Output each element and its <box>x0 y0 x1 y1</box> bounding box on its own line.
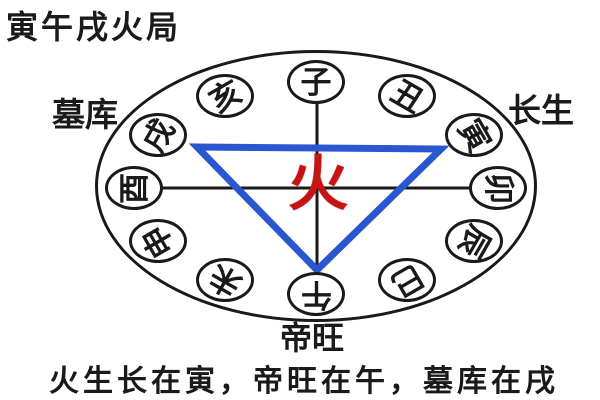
branch-circle-you: 酉 <box>105 166 163 210</box>
branch-char-xu: 戌 <box>135 112 181 158</box>
branch-char-shen: 申 <box>135 218 181 264</box>
branch-circle-zi: 子 <box>287 60 345 104</box>
diagram-caption: 火生长在寅，帝旺在午，墓库在戌 <box>49 365 559 398</box>
branch-circle-mao: 卯 <box>469 166 527 210</box>
center-element-fire: 火 <box>288 151 348 218</box>
branch-circle-shen: 申 <box>129 219 187 263</box>
branch-char-chen: 辰 <box>451 218 497 264</box>
stage-label-diwang: 帝旺 <box>280 320 345 356</box>
branch-char-zi: 子 <box>300 64 332 100</box>
zodiac-wheel-outline <box>95 50 537 322</box>
fire-trine-triangle <box>188 143 450 275</box>
branch-circle-chen: 辰 <box>445 219 503 263</box>
branch-char-hai: 亥 <box>202 73 248 119</box>
diagram-title: 寅午戌火局 <box>6 9 182 45</box>
branch-circle-wu: 午 <box>287 272 345 316</box>
branch-circle-chou: 丑 <box>378 73 436 119</box>
branch-char-you: 酉 <box>116 172 152 204</box>
branch-circle-si: 巳 <box>378 257 436 303</box>
branch-circle-yin: 寅 <box>445 113 503 157</box>
branch-char-yin: 寅 <box>451 112 497 158</box>
stage-label-changsheng: 长生 <box>508 94 574 130</box>
branch-circle-xu: 戌 <box>129 113 187 157</box>
branch-char-wu: 午 <box>300 276 332 312</box>
branch-char-mao: 卯 <box>480 172 516 204</box>
branch-char-wei: 未 <box>202 257 248 303</box>
branch-circle-hai: 亥 <box>196 73 254 119</box>
branch-char-si: 巳 <box>384 257 430 303</box>
stage-label-muku: 墓库 <box>52 98 118 134</box>
branch-char-chou: 丑 <box>384 73 430 119</box>
branch-circle-wei: 未 <box>196 257 254 303</box>
